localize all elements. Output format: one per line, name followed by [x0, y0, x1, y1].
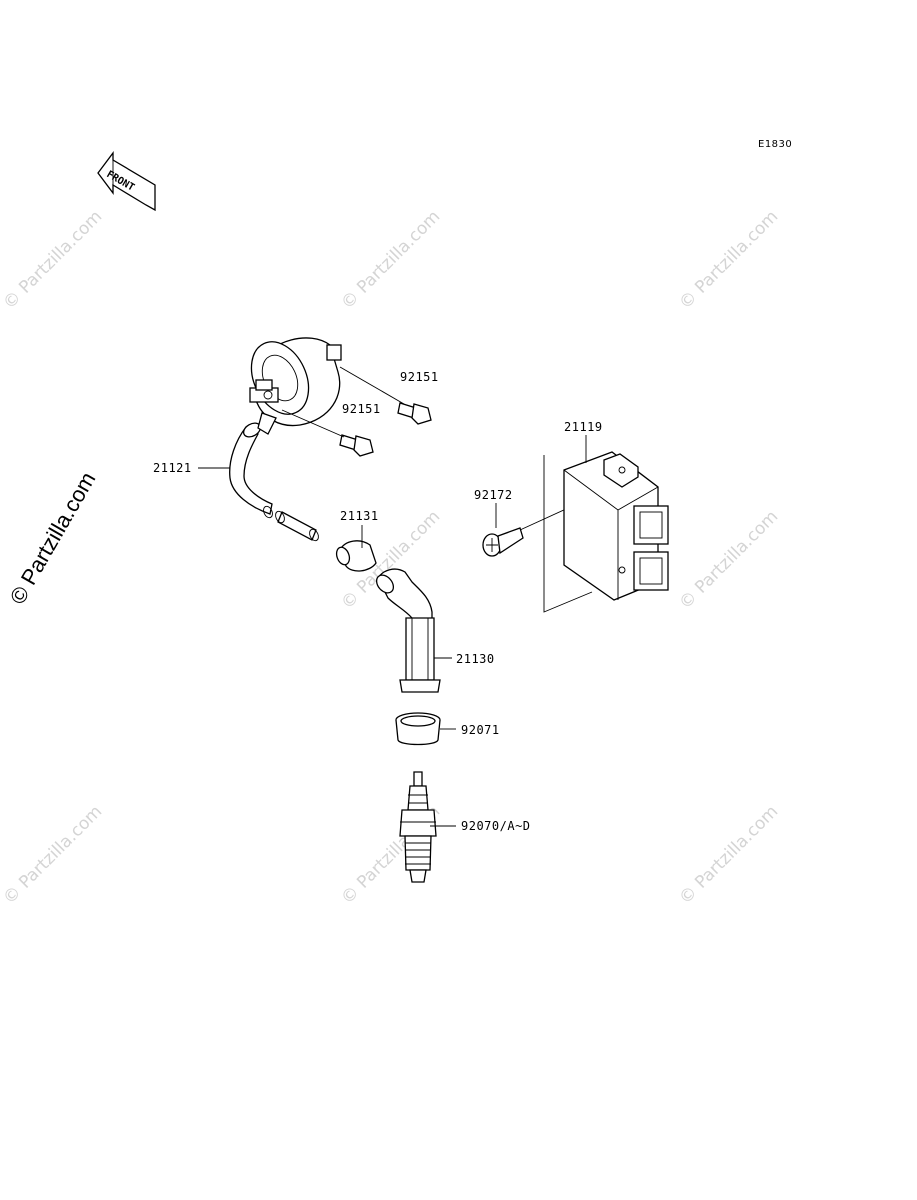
part-label-21130: 21130 — [456, 652, 495, 666]
watermark: © Partzilla.com — [0, 207, 106, 314]
watermark: © Partzilla.com — [337, 207, 444, 314]
watermark: © Partzilla.com — [675, 207, 782, 314]
bolt-92151-lower — [339, 434, 374, 457]
leader-line — [543, 455, 593, 613]
part-label-92151-upper: 92151 — [400, 370, 439, 384]
part-label-21119: 21119 — [564, 420, 603, 434]
ignition-coil — [229, 337, 342, 542]
screw-92172 — [482, 527, 524, 557]
diagram-code: E1830 — [758, 139, 792, 150]
plug-cap-21130 — [375, 568, 441, 693]
cover-92071 — [395, 712, 441, 746]
spark-plug-92070 — [399, 771, 437, 883]
part-label-21121: 21121 — [153, 461, 192, 475]
watermark: © Partzilla.com — [675, 507, 782, 614]
part-label-92070: 92070/A~D — [461, 819, 531, 833]
watermark-main: © Partzilla.com — [5, 468, 101, 609]
bolt-92151-upper — [397, 402, 432, 425]
cdi-unit-21119 — [563, 451, 669, 601]
part-label-92151-lower: 92151 — [342, 402, 381, 416]
leader-line — [339, 366, 405, 405]
part-label-92172: 92172 — [474, 488, 513, 502]
part-label-21131: 21131 — [340, 509, 379, 523]
front-arrow-icon: FRONT — [97, 151, 156, 212]
leader-line — [281, 409, 345, 438]
part-label-92071: 92071 — [461, 723, 500, 737]
cap-21131 — [335, 540, 377, 572]
watermark: © Partzilla.com — [0, 802, 106, 909]
watermark: © Partzilla.com — [675, 802, 782, 909]
